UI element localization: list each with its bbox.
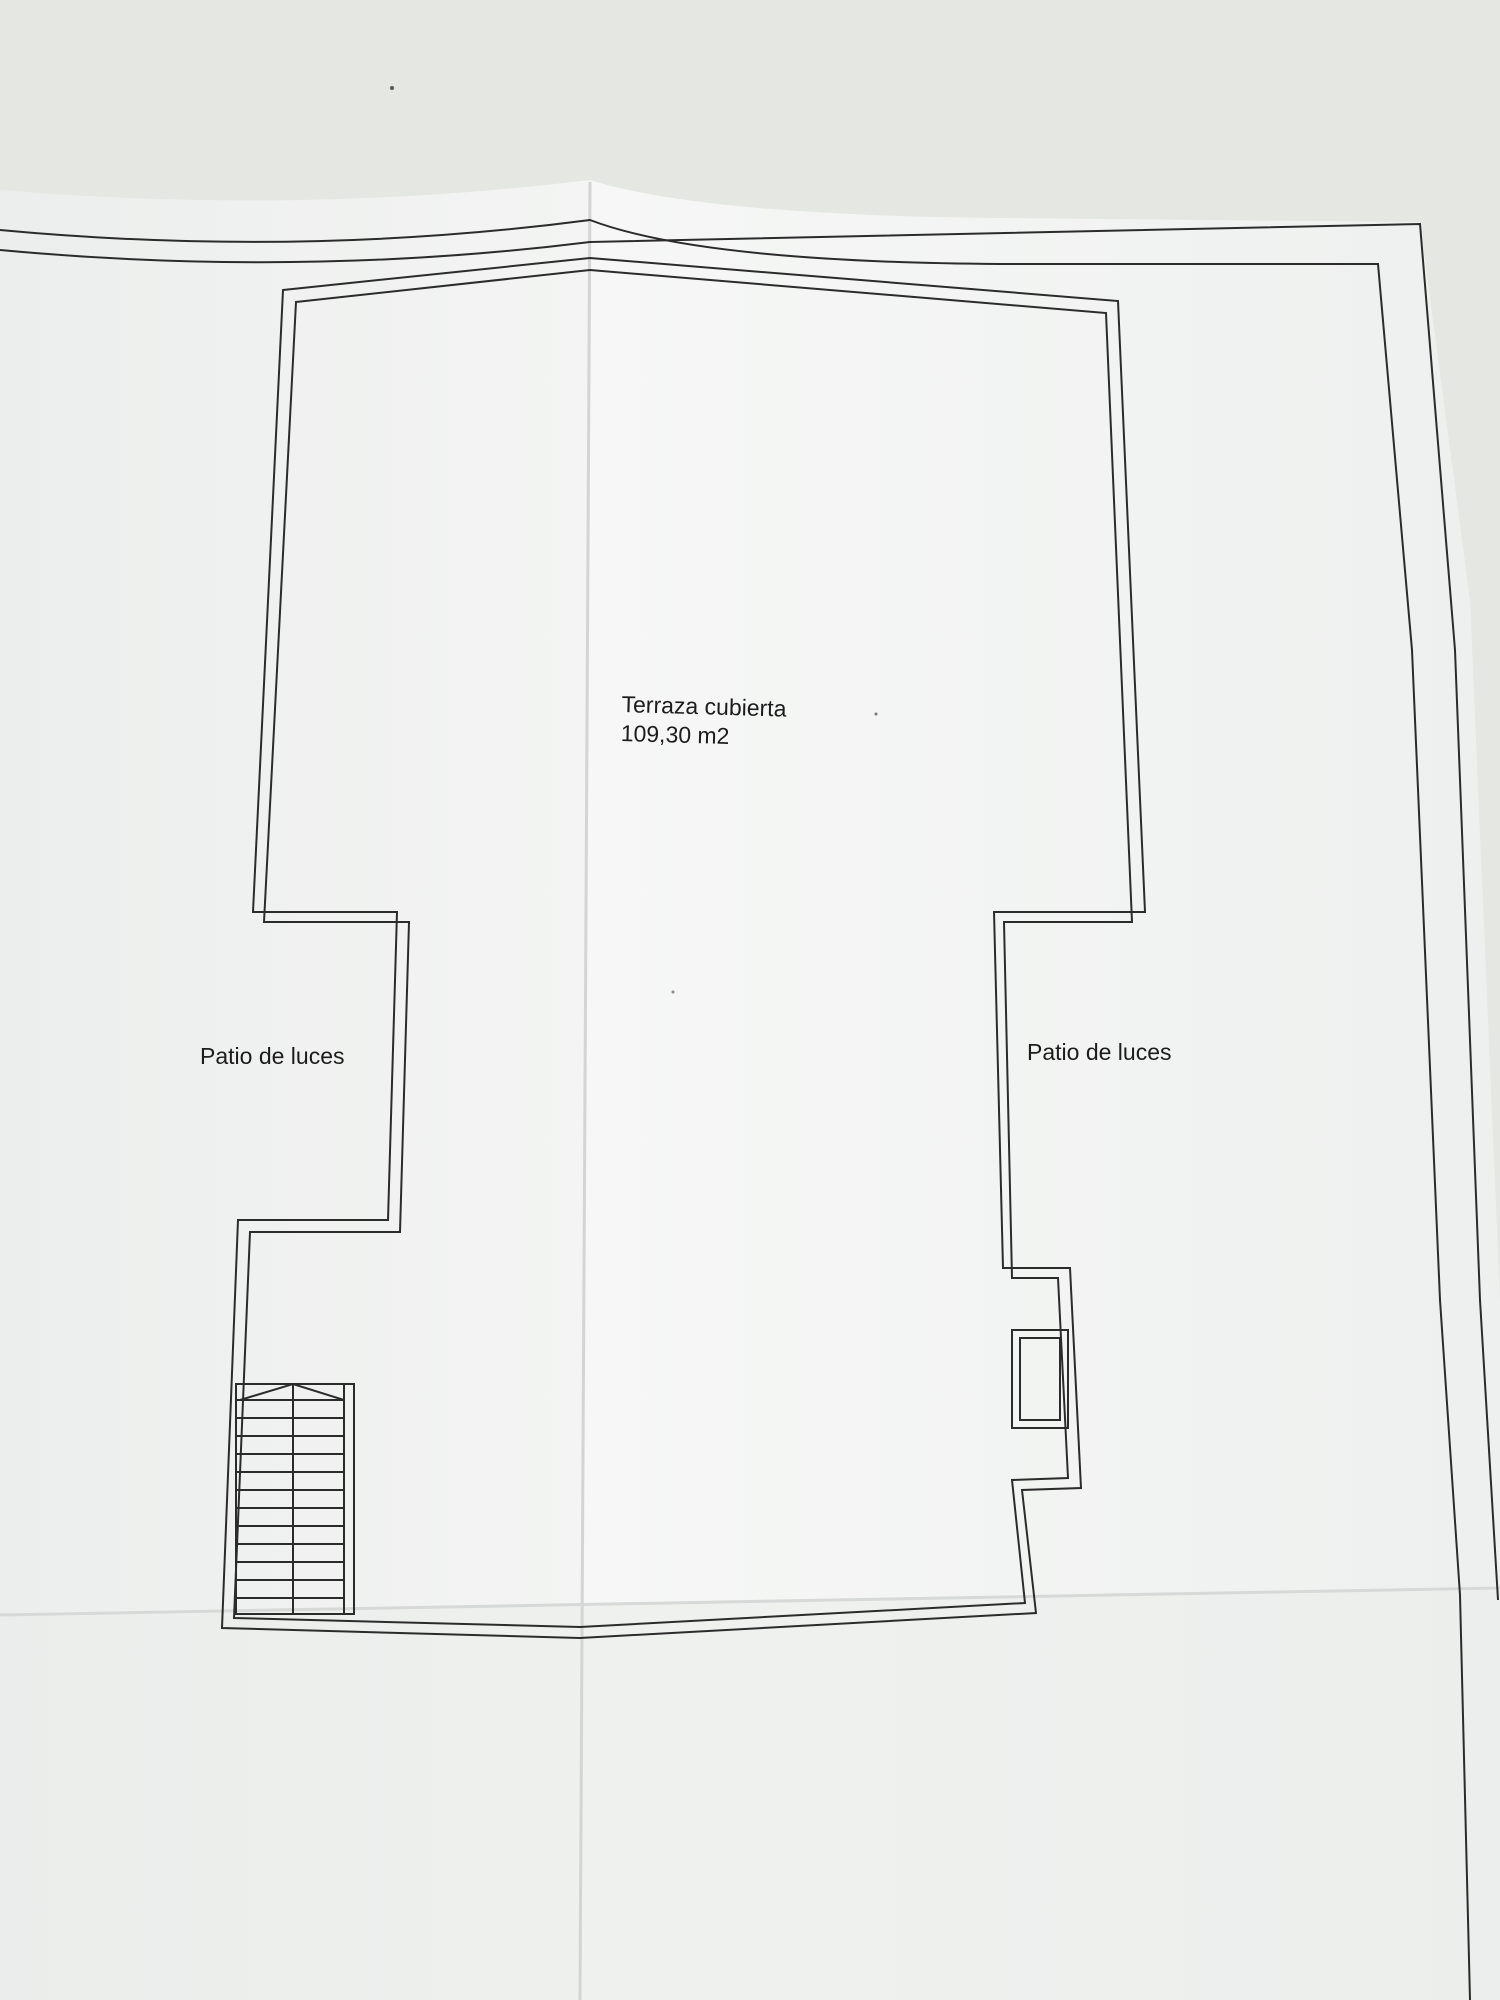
paper-sheet-left (0, 180, 590, 2000)
duct-shaft (1011, 1329, 1069, 1429)
right-courtyard-label: Patio de luces (1027, 1039, 1172, 1065)
main-room-label: Terraza cubierta 109,30 m2 (620, 690, 786, 753)
paper-sheet-right (580, 180, 1500, 2000)
paper-sheet-lower (0, 1590, 1500, 2000)
paper-speck (874, 712, 878, 716)
main-room-name: Terraza cubierta (621, 690, 787, 722)
staircase-icon (235, 1382, 355, 1615)
main-room-area: 109,30 m2 (620, 719, 730, 750)
vertical-fold (578, 181, 592, 2000)
sheet-border (0, 218, 1499, 2000)
paper-speck (390, 86, 394, 90)
building-outline (220, 256, 1147, 1640)
paper-speck (671, 990, 675, 994)
horizontal-fold (0, 1586, 1500, 1617)
left-courtyard-label: Patio de luces (200, 1043, 345, 1069)
inner-wall (232, 268, 1134, 1629)
outer-wall (220, 256, 1147, 1640)
duct-shaft-inner (1019, 1337, 1061, 1421)
